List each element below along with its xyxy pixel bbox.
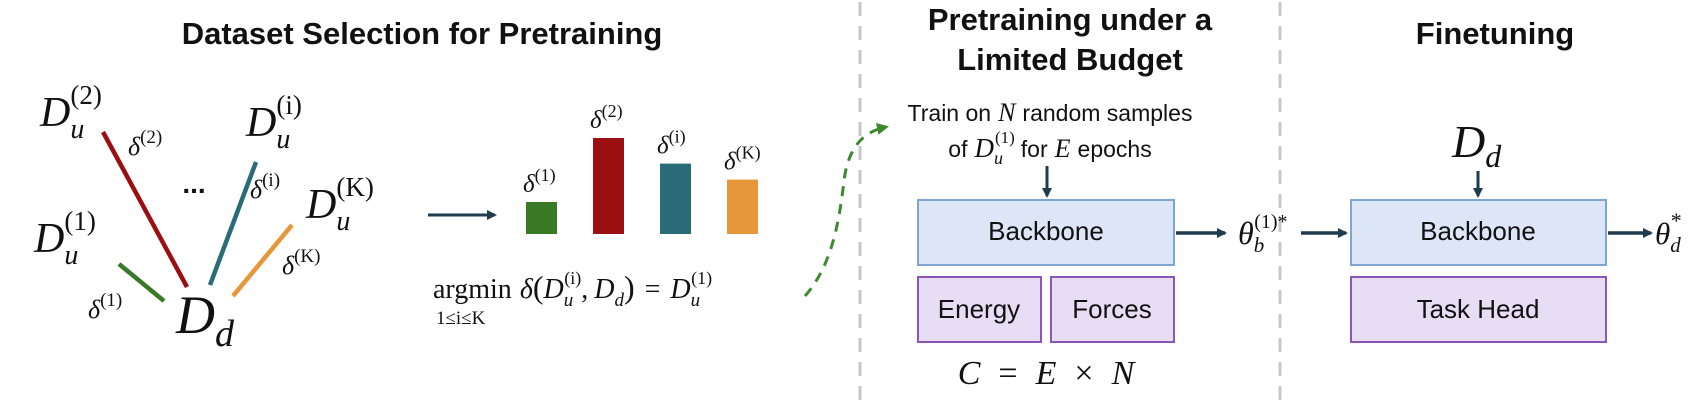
dataset-label-2: Du(2) [39, 80, 102, 145]
edge-dataset-2 [101, 130, 189, 289]
edge-delta-k: δ(K) [282, 246, 320, 280]
dataset-label-k: Du(K) [305, 172, 374, 237]
finetune-backbone-label: Backbone [1420, 216, 1536, 246]
delta-bar-chart: δ(1) δ(2) δ(i) δ(K) [523, 101, 761, 234]
forces-head-box [1050, 276, 1175, 343]
heading-dataset-selection: Dataset Selection for Pretraining [182, 16, 663, 51]
energy-head-box [917, 276, 1042, 343]
delta-bar-label-3: δ(i) [657, 127, 686, 160]
pretrain-backbone-label: Backbone [988, 216, 1104, 246]
dashed-arrow-to-pretraining [803, 122, 889, 297]
forces-head-label: Forces [1072, 294, 1151, 324]
cost-equation: C=E×N [958, 355, 1137, 392]
heading-pretraining-line2: Limited Budget [957, 42, 1183, 77]
heading-finetuning: Finetuning [1416, 16, 1574, 51]
pretrain-backbone-box [917, 199, 1175, 266]
delta-bar-2 [593, 138, 624, 234]
argmin-range: 1≤i≤K [436, 308, 486, 329]
delta-bar-3 [660, 163, 691, 234]
edge-dataset-i [207, 161, 259, 286]
finetune-input-label: Dd [1451, 116, 1502, 174]
delta-bar-4 [727, 179, 758, 234]
ellipsis: ... [182, 168, 205, 199]
task-head-box [1350, 276, 1607, 343]
delta-bar-label-1: δ(1) [523, 165, 556, 198]
dataset-label-1: Du(1) [33, 206, 96, 271]
theta-b-label: θb(1)* [1238, 211, 1288, 257]
edge-dataset-k [231, 223, 294, 298]
edge-delta-1: δ(1) [88, 290, 122, 324]
delta-bar-1 [526, 202, 557, 234]
edge-delta-2: δ(2) [128, 127, 162, 161]
delta-bar-label-2: δ(2) [590, 101, 623, 134]
heading-pretraining-line1: Pretraining under a [928, 2, 1213, 37]
target-dataset-label: Dd [175, 285, 235, 355]
energy-head-label: Energy [938, 294, 1020, 324]
edge-dataset-1 [117, 262, 166, 303]
finetune-backbone-box [1350, 199, 1607, 266]
edge-delta-i: δ(i) [250, 170, 280, 204]
delta-bar-label-4: δ(K) [724, 143, 761, 176]
theta-d-label: θd* [1655, 208, 1682, 257]
dataset-label-i: Du(i) [245, 90, 302, 155]
task-head-label: Task Head [1417, 294, 1540, 324]
